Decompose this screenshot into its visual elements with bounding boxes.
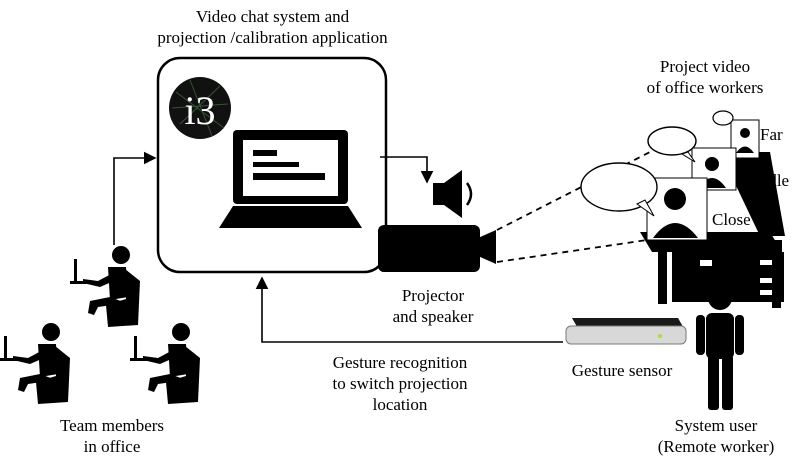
projector-label: Projector and speaker (378, 285, 488, 327)
far-label: Far (760, 125, 783, 144)
project-video-label-line: of office workers (646, 78, 764, 97)
projector-label-line: and speaker (392, 307, 474, 326)
close-label: Close (712, 210, 751, 229)
application-box (156, 56, 388, 274)
gesture-sensor-icon (565, 318, 687, 345)
speaker-icon (433, 170, 473, 218)
team-members-label-line: in office (83, 437, 141, 456)
remote-worker-icon (696, 286, 744, 410)
team-members-label-line: Team members (59, 416, 165, 435)
system-user-label: System user (Remote worker) (640, 415, 792, 457)
gesture-sensor-label: Gesture sensor (571, 361, 673, 380)
gesture-recognition-label-line: to switch projection (332, 374, 468, 393)
gesture-to-app-arrow (255, 276, 563, 343)
system-user-label-line: System user (674, 416, 758, 435)
gesture-recognition-label-line: Gesture recognition (332, 353, 468, 372)
project-video-label-line: Project video (659, 57, 751, 76)
team-member-icon (70, 246, 140, 327)
project-video-label: Project video of office workers (620, 56, 790, 98)
middle-label: Middle (740, 171, 790, 190)
gesture-recognition-label-line: location (372, 395, 428, 414)
application-label-line: projection /calibration application (157, 28, 388, 47)
laptop-icon (219, 130, 362, 228)
gesture-recognition-label: Gesture recognition to switch projection… (305, 352, 495, 415)
projector-label-line: Projector (401, 286, 465, 305)
team-member-icon (0, 323, 70, 404)
app-to-projector-arrow (380, 156, 434, 184)
team-member-icon (130, 323, 200, 404)
logo-lettering: i3 (184, 88, 215, 133)
middle-screen (647, 126, 737, 191)
system-user-label-line: (Remote worker) (657, 437, 775, 456)
projection-ray-bottom (496, 238, 655, 263)
projector-icon (378, 225, 496, 272)
close-screen (580, 162, 708, 241)
application-label: Video chat system and projection /calibr… (120, 6, 425, 48)
i3-logo: i3 (169, 77, 231, 139)
application-label-line: Video chat system and (195, 7, 350, 26)
team-members-label: Team members in office (28, 415, 196, 457)
team-to-app-arrow (113, 151, 157, 245)
